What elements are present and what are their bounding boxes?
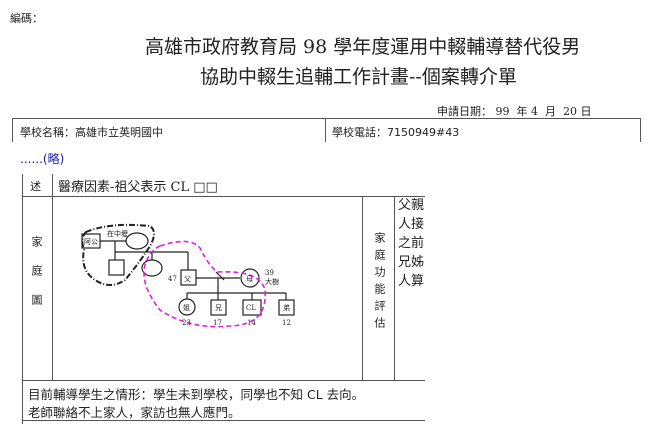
table-border bbox=[52, 174, 53, 380]
client-square bbox=[242, 299, 262, 316]
uncle-square bbox=[108, 259, 125, 276]
title-line-2: 協助中輟生追輔工作計畫--個案轉介單 bbox=[200, 66, 517, 88]
mother-circle bbox=[240, 268, 260, 288]
mother-label: 母 bbox=[246, 275, 253, 283]
table-border bbox=[12, 118, 13, 142]
situation-line-2: 老師聯絡不上家人，家訪也無人應門。 bbox=[28, 405, 241, 420]
table-border bbox=[325, 118, 326, 142]
code-label: 編碼： bbox=[10, 12, 43, 25]
table-border bbox=[22, 380, 425, 381]
table-border bbox=[362, 196, 363, 380]
father-age: 47 bbox=[168, 275, 177, 283]
younger-brother-square bbox=[278, 299, 295, 316]
date-month: 4 bbox=[531, 105, 538, 118]
family-diagram-label: 家庭圖 bbox=[30, 236, 43, 323]
date-label: 申請日期： bbox=[437, 105, 492, 118]
client-age: 14 bbox=[247, 319, 256, 327]
aunt-circle bbox=[141, 259, 163, 277]
mother-location: 大樹 bbox=[265, 277, 279, 286]
month-unit: 月 bbox=[545, 105, 556, 118]
grandfather-label: 阿公 bbox=[84, 237, 98, 246]
school-name: 學校名稱：高雄市立英明國中 bbox=[20, 126, 163, 139]
school-phone: 學校電話：7150949#43 bbox=[332, 126, 460, 139]
client-label: CL bbox=[246, 304, 256, 312]
separation-mark bbox=[215, 271, 225, 281]
function-line: 人算 bbox=[398, 274, 425, 289]
sister-label: 姐 bbox=[183, 303, 190, 312]
table-border bbox=[22, 420, 425, 421]
sister-circle bbox=[178, 298, 196, 316]
grandparents-loop bbox=[81, 223, 155, 286]
brother-label: 兄 bbox=[215, 304, 222, 312]
brother-age: 17 bbox=[213, 319, 222, 327]
date-day: 20 bbox=[563, 105, 577, 118]
sister-age: 23 bbox=[182, 319, 191, 327]
function-line: 父親 bbox=[398, 198, 425, 213]
family-function-label: 家庭功能評估 bbox=[373, 232, 386, 334]
father-label: 父 bbox=[184, 275, 191, 283]
description-label: 述 bbox=[30, 180, 41, 193]
function-line: 人接 bbox=[398, 217, 425, 232]
title-line-1: 高雄市政府教育局 98 學年度運用中輟輔導替代役男 bbox=[145, 36, 581, 58]
household-loop bbox=[143, 240, 266, 328]
year-unit: 年 bbox=[516, 105, 528, 118]
application-date: 申請日期： 99 年 4 月 20 日 bbox=[437, 103, 592, 119]
description-text: 醫療因素-祖父表示 CL □□ bbox=[58, 180, 218, 195]
date-year: 99 bbox=[495, 105, 510, 118]
younger-brother-age: 12 bbox=[282, 319, 291, 327]
grand-location: 在中壢 bbox=[107, 229, 128, 238]
family-function-text: 父親 人接 之前 兄姊 人算 bbox=[398, 196, 428, 291]
day-unit: 日 bbox=[580, 105, 592, 118]
table-border bbox=[394, 196, 395, 380]
function-line: 兄姊 bbox=[398, 255, 425, 270]
omitted-text: ......(略) bbox=[20, 152, 65, 166]
brother-square bbox=[210, 299, 227, 316]
mother-age: 39 bbox=[265, 269, 274, 277]
table-border bbox=[22, 174, 23, 424]
table-border bbox=[22, 196, 425, 197]
table-border bbox=[640, 118, 641, 142]
situation-line-1: 目前輔導學生之情形：學生未到學校，同學也不知 CL 去向。 bbox=[28, 387, 365, 402]
table-border bbox=[12, 118, 640, 119]
grandmother-circle bbox=[125, 232, 149, 250]
younger-brother-label: 弟 bbox=[283, 303, 290, 312]
function-line: 之前 bbox=[398, 236, 425, 251]
